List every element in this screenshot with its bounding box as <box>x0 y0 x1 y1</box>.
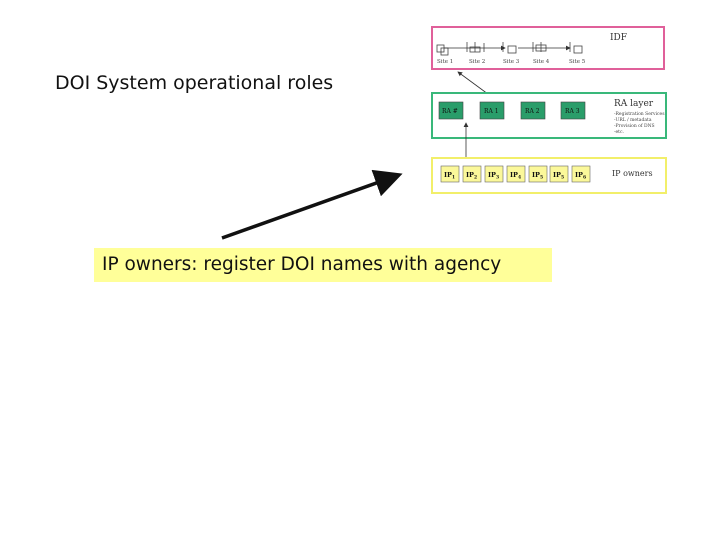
site-label: Site 3 <box>503 59 520 65</box>
ip-box <box>549 165 569 183</box>
ra-box-label: RA 3 <box>565 108 580 115</box>
site-label: Site 1 <box>437 59 453 65</box>
ra-note: -etc. <box>614 129 625 135</box>
ip-layer: IP1 IP2 IP3 IP4 IP5 IP5 IP6 IP owners <box>431 157 667 194</box>
ip-layer-label: IP owners <box>612 169 653 178</box>
ra-layer: RA # RA 1 RA 2 RA 3 RA layer -Registrati… <box>431 92 667 139</box>
ip-box <box>440 165 460 183</box>
ra-note: -Provision of DNS <box>614 123 655 129</box>
ip-box <box>462 165 482 183</box>
ra-box-label: RA 2 <box>525 108 540 115</box>
ra-box-label: RA 1 <box>484 108 499 115</box>
callout-box: IP owners: register DOI names with agenc… <box>94 248 552 282</box>
ra-box-label: RA # <box>442 108 458 115</box>
ip-box-label: IP5 <box>532 171 543 181</box>
ip-box-label: IP2 <box>466 171 477 181</box>
ip-box <box>506 165 526 183</box>
site-label: Site 2 <box>469 59 485 65</box>
ra-box <box>520 101 546 120</box>
ra-box <box>438 101 464 120</box>
ip-box-label: IP3 <box>488 171 499 181</box>
ip-box-label: IP6 <box>575 171 586 181</box>
site-label: Site 4 <box>533 59 550 65</box>
ip-box-label: IP4 <box>510 171 521 181</box>
ip-box-label: IP1 <box>444 171 455 181</box>
ip-box <box>484 165 504 183</box>
ip-boxes <box>440 165 591 183</box>
ra-note: -URL / metadata <box>614 117 652 123</box>
ip-box <box>528 165 548 183</box>
ra-layer-label: RA layer <box>614 99 654 109</box>
idf-label: IDF <box>610 33 627 43</box>
callout-arrow <box>221 169 403 240</box>
ip-box-label: IP5 <box>553 171 564 181</box>
ra-box <box>479 101 505 120</box>
site-icon <box>466 42 485 53</box>
site-label: Site 5 <box>569 59 586 65</box>
ra-box <box>560 101 586 120</box>
idf-layer: IDF <box>431 26 665 70</box>
ra-layer-frame <box>431 92 667 139</box>
ra-note: -Registration Services <box>614 111 665 117</box>
slide-title: DOI System operational roles <box>55 72 334 94</box>
ip-box <box>571 165 591 183</box>
